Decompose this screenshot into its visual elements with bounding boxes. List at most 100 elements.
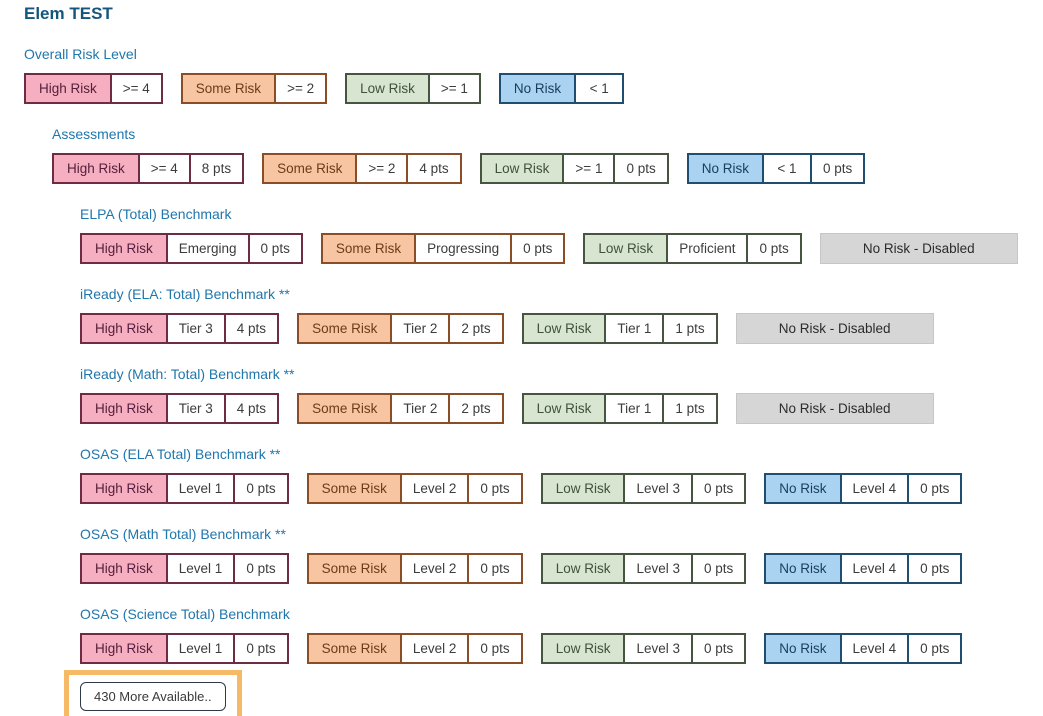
risk-criteria-cell: Tier 3 [167,315,224,342]
risk-badge-label: Some Risk [308,555,402,582]
risk-badge-label: Some Risk [308,475,402,502]
risk-points-cell: 0 pts [233,475,287,502]
section-iready-math-total-benchmark: iReady (Math: Total) Benchmark ** High Ri… [0,366,1043,424]
risk-points-cell: 0 pts [907,555,961,582]
more-available-button[interactable]: 430 More Available.. [80,682,226,711]
risk-criteria-cell: Tier 2 [392,395,449,422]
section-heading-iready-ela-total-benchmark: iReady (ELA: Total) Benchmark ** [80,286,290,302]
section-heading-iready-math-total-benchmark: iReady (Math: Total) Benchmark ** [80,366,295,382]
section-heading-osas-ela-total-benchmark: OSAS (ELA Total) Benchmark ** [80,446,281,462]
risk-criteria-cell: < 1 [764,155,810,182]
risk-badge-label: High Risk [54,155,140,182]
risk-badge-label: No Risk - Disabled [862,241,975,256]
risk-badge-high[interactable]: High Risk>= 4 [24,73,163,104]
risk-criteria-cell: >= 2 [357,155,407,182]
risk-points-cell: 8 pts [188,155,243,182]
risk-badge-label: Some Risk [182,75,277,102]
risk-criteria-cell: >= 4 [111,75,161,102]
risk-criteria-cell: Level 3 [625,475,691,502]
risk-points-cell: 0 pts [907,475,961,502]
risk-badge-label: Some Risk [299,395,393,422]
risk-badge-label: High Risk [82,555,168,582]
risk-points-cell: 0 pts [233,635,287,662]
risk-badge-no[interactable]: No Risk< 1 [498,73,625,104]
section-heading-assessments: Assessments [52,126,136,142]
risk-points-cell: 1 pts [662,315,716,342]
risk-criteria-cell: >= 1 [564,155,614,182]
risk-criteria-cell: Progressing [416,235,511,262]
risk-criteria-cell: Level 3 [625,635,691,662]
risk-points-cell: 0 pts [510,235,564,262]
risk-badge-label: No Risk - Disabled [778,321,891,336]
risk-criteria-cell: Tier 2 [392,315,449,342]
risk-criteria-cell: >= 1 [429,75,479,102]
risk-criteria-cell: Tier 1 [606,315,663,342]
risk-badge-label: Some Risk [308,635,402,662]
risk-criteria-cell: < 1 [576,75,623,102]
risk-criteria-cell: Level 2 [401,635,468,662]
risk-points-cell: 1 pts [662,395,716,422]
risk-criteria-cell: Level 4 [841,475,908,502]
risk-badge-label: Low Risk [481,155,565,182]
risk-points-cell: 4 pts [406,155,460,182]
risk-points-cell: 0 pts [746,235,800,262]
risk-points-cell: 2 pts [448,315,502,342]
risk-points-cell: 0 pts [467,475,521,502]
risk-badge-label: Low Risk [523,315,607,342]
more-available-highlight: 430 More Available.. [64,670,242,716]
risk-badge-disabled: No Risk - Disabled [735,393,934,424]
risk-criteria-cell: Level 2 [401,475,468,502]
risk-badge-label: No Risk [766,635,842,662]
risk-badge-label: Low Risk [347,75,430,102]
risk-badge-disabled: No Risk - Disabled [735,313,934,344]
risk-badge-label: Some Risk [299,315,393,342]
risk-points-cell: 4 pts [223,395,278,422]
badge-row-overall-risk-level: High Risk>= 4 Some Risk>= 2 Low Risk>= 1 No… [24,73,1043,104]
risk-badge-label: No Risk [688,155,764,182]
risk-criteria-cell: Level 4 [841,555,908,582]
risk-badge-label: High Risk [82,315,168,342]
risk-badge-label: No Risk [766,555,842,582]
risk-points-cell: 0 pts [907,635,961,662]
risk-points-cell: 0 pts [810,155,864,182]
section-iready-ela-total-benchmark: iReady (ELA: Total) Benchmark ** High Ris… [0,286,1043,344]
risk-points-cell: 0 pts [691,635,745,662]
risk-points-cell: 0 pts [247,235,301,262]
risk-badge-label: No Risk [500,75,577,102]
risk-badge-some[interactable]: Some Risk>= 2 [180,73,328,104]
risk-badge-low[interactable]: Low Risk>= 1 [345,73,481,104]
